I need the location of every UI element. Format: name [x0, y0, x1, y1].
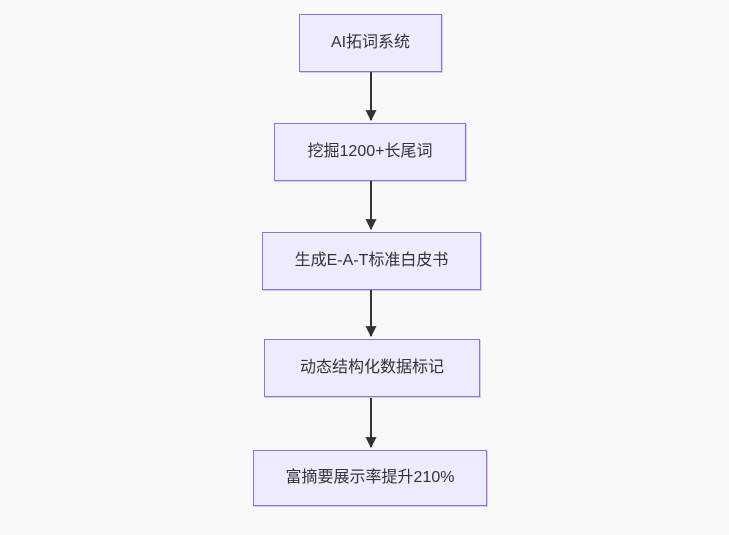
flow-node-label: 生成E-A-T标准白皮书: [294, 252, 449, 270]
flow-node-label: 富摘要展示率提升210%: [285, 469, 455, 487]
flow-node-eat-whitepaper-generation: 生成E-A-T标准白皮书: [262, 232, 481, 290]
flow-node-label: 挖掘1200+长尾词: [307, 143, 433, 161]
flow-node-label: AI拓词系统: [330, 34, 411, 52]
flow-node-ai-word-expansion-system: AI拓词系统: [299, 14, 442, 72]
flow-node-longtail-keyword-mining: 挖掘1200+长尾词: [274, 123, 466, 181]
flow-node-dynamic-structured-data-markup: 动态结构化数据标记: [264, 339, 480, 397]
flow-node-label: 动态结构化数据标记: [299, 359, 444, 377]
flow-node-rich-snippet-rate-result: 富摘要展示率提升210%: [253, 450, 487, 506]
